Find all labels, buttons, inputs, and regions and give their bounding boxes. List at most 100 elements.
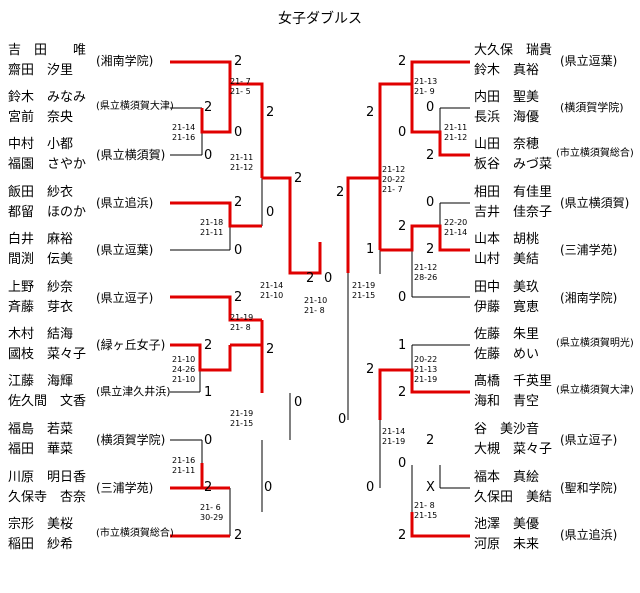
match-r45-r6-score-2: 28-26 bbox=[414, 273, 438, 282]
right-entry-4-player-1: 相田 有佳里 bbox=[474, 185, 553, 200]
match-l7-l8-games-a: 2 bbox=[204, 338, 213, 353]
right-entry-1-player-1: 大久保 瑞貴 bbox=[474, 43, 553, 58]
match-r2-r3-score-2: 21-12 bbox=[444, 133, 468, 142]
match-lsemi-bot-games-b: 0 bbox=[264, 480, 273, 495]
match-l9-l10-score-2: 21-11 bbox=[172, 466, 196, 475]
left-entry-7-school: (緑ヶ丘女子) bbox=[96, 338, 166, 352]
left-entry-7-player-1: 木村 結海 bbox=[8, 327, 74, 342]
right-entry-10-player-1: 福本 真絵 bbox=[474, 470, 540, 485]
right-entry-5-school: (三浦学苑) bbox=[560, 243, 618, 257]
match-r1-r23-score-2: 21- 9 bbox=[414, 87, 435, 96]
left-entry-4-school: (県立追浜) bbox=[96, 196, 154, 210]
match-lsemi-bot-score-2: 21-15 bbox=[230, 419, 254, 428]
left-entry-5-player-1: 白井 麻裕 bbox=[8, 232, 74, 247]
match-r910-r11-score-2: 21-15 bbox=[414, 511, 438, 520]
left-entry-6-player-2: 斉藤 芽衣 bbox=[8, 300, 74, 315]
final-games-b: 0 bbox=[324, 271, 333, 286]
left-entry-3-player-1: 中村 小都 bbox=[8, 137, 74, 152]
match-l4-l5-games-b: 0 bbox=[234, 243, 243, 258]
match-lsemi-top-score-1: 21-14 bbox=[260, 281, 284, 290]
match-l2-l3-score-2: 21-16 bbox=[172, 133, 196, 142]
left-entry-11-player-2: 稲田 紗希 bbox=[8, 537, 74, 552]
left-entry-4-player-1: 飯田 紗衣 bbox=[8, 185, 74, 200]
right-entry-10-player-2: 久保田 美結 bbox=[474, 490, 553, 505]
right-entry-6-player-1: 田中 美玖 bbox=[474, 280, 540, 295]
match-l4-l5-games-a: 2 bbox=[234, 195, 243, 210]
right-entry-2-school: (横須賀学院) bbox=[560, 101, 624, 114]
match-r2-r3-score-1: 21-11 bbox=[444, 123, 468, 132]
final-games-a: 2 bbox=[306, 271, 315, 286]
match-r4-r5-score-1: 22-20 bbox=[444, 218, 468, 227]
match-l7-l8-score-3: 21-10 bbox=[172, 375, 196, 384]
match-r7-r8-score-1: 20-22 bbox=[414, 355, 438, 364]
right-entry-7-player-1: 佐藤 朱里 bbox=[474, 327, 540, 342]
match-l4-l5-score-1: 21-18 bbox=[200, 218, 224, 227]
right-entry-1-player-2: 鈴木 真裕 bbox=[474, 63, 540, 78]
left-entry-5-school: (県立逗葉) bbox=[96, 243, 154, 257]
match-l910-l11-score-1: 21- 6 bbox=[200, 503, 221, 512]
left-entry-9-player-1: 福島 若菜 bbox=[8, 422, 74, 437]
left-entry-11-school: (市立横須賀総合) bbox=[96, 528, 174, 539]
final-score-2: 21- 8 bbox=[304, 306, 325, 315]
left-entry-9-school: (横須賀学院) bbox=[96, 433, 166, 447]
right-entry-11-player-2: 河原 未来 bbox=[474, 537, 540, 552]
left-entry-7-player-2: 國枝 菜々子 bbox=[8, 347, 87, 362]
right-entry-6-school: (湘南学院) bbox=[560, 291, 618, 305]
right-entry-9-player-2: 大槻 菜々子 bbox=[474, 442, 553, 457]
match-l6-l78-score-2: 21- 8 bbox=[230, 323, 251, 332]
match-rsemi-top-score-2: 20-22 bbox=[382, 175, 406, 184]
right-entry-10-school: (聖和学院) bbox=[560, 481, 618, 495]
match-lsemi-top-score-2: 21-10 bbox=[260, 291, 284, 300]
right-entry-4-school: (県立横須賀) bbox=[560, 196, 630, 210]
match-r78-r911-score-1: 21-14 bbox=[382, 427, 406, 436]
match-r9-r10-games-b: X bbox=[426, 480, 435, 495]
left-entry-8-player-2: 佐久間 文香 bbox=[8, 394, 87, 409]
match-r4-r5-score-2: 21-14 bbox=[444, 228, 468, 237]
left-entry-2-school: (県立横須賀大津) bbox=[96, 101, 174, 112]
match-l9-l10-games-a: 0 bbox=[204, 433, 213, 448]
match-lsemi-top-games-b: 0 bbox=[294, 395, 303, 410]
match-r1-r23-games-a: 2 bbox=[398, 54, 407, 69]
left-entry-2-player-2: 宮前 奈央 bbox=[8, 110, 74, 125]
right-entry-5-player-1: 山本 胡桃 bbox=[474, 232, 540, 247]
match-l910-l11-score-2: 30-29 bbox=[200, 513, 224, 522]
match-rsemi-games-a: 2 bbox=[336, 185, 345, 200]
left-entry-4-player-2: 都留 ほのか bbox=[8, 205, 87, 220]
match-r78-r911-games-b: 0 bbox=[366, 480, 375, 495]
left-entry-3-player-2: 福園 さやか bbox=[8, 157, 87, 172]
match-r910-r11-games-a: 0 bbox=[398, 456, 407, 471]
match-l7-l8-score-1: 21-10 bbox=[172, 355, 196, 364]
match-r4-r5-games-b: 2 bbox=[426, 242, 435, 257]
left-entry-6-school: (県立逗子) bbox=[96, 291, 154, 305]
left-entry-10-player-2: 久保寺 杏奈 bbox=[8, 490, 87, 505]
match-l9-l10-score-1: 21-16 bbox=[172, 456, 196, 465]
match-r910-r11-score-1: 21- 8 bbox=[414, 501, 435, 510]
match-l12-r2-score-2: 21-12 bbox=[230, 163, 254, 172]
match-r910-r11-games-b: 2 bbox=[398, 528, 407, 543]
match-r78-r911-games-a: 2 bbox=[366, 362, 375, 377]
match-l6-l78-games-a: 2 bbox=[234, 290, 243, 305]
match-r78-r911-score-2: 21-19 bbox=[382, 437, 406, 446]
match-lsemi-bot-score-1: 21-19 bbox=[230, 409, 254, 418]
match-l1-r1-games-a: 2 bbox=[234, 54, 243, 69]
right-entry-6-player-2: 伊藤 寛恵 bbox=[474, 300, 540, 315]
match-r2-r3-games-a: 0 bbox=[426, 100, 435, 115]
right-entry-8-player-2: 海和 青空 bbox=[474, 394, 540, 409]
right-entry-3-school: (市立横須賀総合) bbox=[556, 148, 634, 159]
right-entry-5-player-2: 山村 美結 bbox=[474, 252, 540, 267]
match-l2-l3-score-1: 21-14 bbox=[172, 123, 196, 132]
match-l1-r1-score-1: 21- 7 bbox=[230, 77, 251, 86]
left-entry-11-player-1: 宗形 美桜 bbox=[8, 517, 74, 532]
left-entry-5-player-2: 間渕 伝美 bbox=[8, 252, 74, 267]
page-title: 女子ダブルス bbox=[278, 11, 362, 27]
left-entry-8-player-1: 江藤 海輝 bbox=[8, 374, 74, 389]
left-entry-1-school: (湘南学院) bbox=[96, 54, 154, 68]
match-l12-r2-games-b: 0 bbox=[266, 205, 275, 220]
match-rsemi-top-games-b: 1 bbox=[366, 242, 375, 257]
match-r7-r8-score-3: 21-19 bbox=[414, 375, 438, 384]
left-entry-9-player-2: 福田 華菜 bbox=[8, 442, 74, 457]
right-entry-4-player-2: 吉井 佳奈子 bbox=[474, 205, 553, 220]
right-entry-11-player-1: 池澤 美優 bbox=[474, 517, 540, 532]
